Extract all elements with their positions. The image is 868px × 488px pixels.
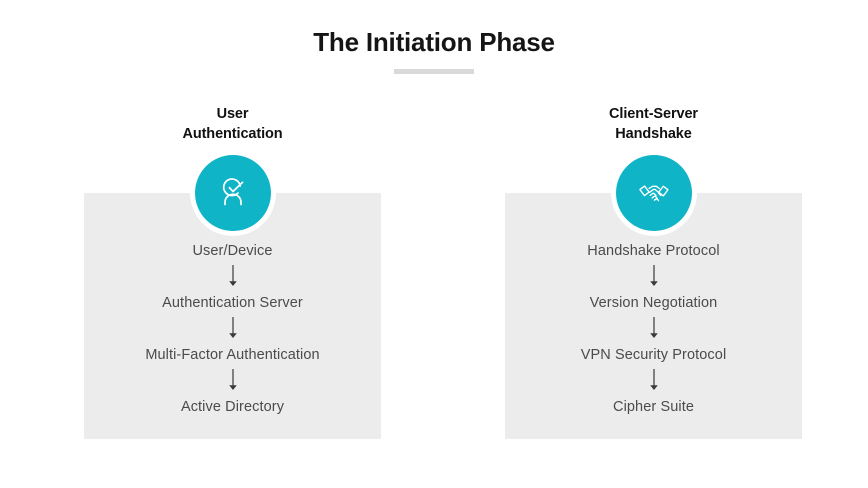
list-item: Multi-Factor Authentication [145,347,320,363]
list-item: VPN Security Protocol [580,347,727,363]
column-client-server-handshake: Client-Server Handshake Handshake Protoc… [505,105,802,439]
arrow-down-icon [647,365,661,397]
column-heading: User Authentication [182,106,283,142]
column-panel: Handshake Protocol Version Negotiation V… [505,155,802,439]
handshake-icon [615,155,692,231]
list-item: Active Directory [180,399,285,415]
title-block: The Initiation Phase [0,26,868,74]
column-user-authentication: User Authentication User/Device Authenti… [84,105,381,439]
step-list: Handshake Protocol Version Negotiation V… [505,241,802,417]
list-item: Authentication Server [162,295,303,311]
list-item: Version Negotiation [589,295,718,311]
list-item: Cipher Suite [613,399,694,415]
column-heading: Client-Server Handshake [609,106,698,142]
user-check-icon [194,155,271,231]
step-list: User/Device Authentication Server Multi-… [84,241,381,417]
arrow-down-icon [226,313,240,345]
column-panel: User/Device Authentication Server Multi-… [84,155,381,439]
arrow-down-icon [226,365,240,397]
arrow-down-icon [647,313,661,345]
title-underline-rule [394,69,474,74]
list-item: Handshake Protocol [587,243,720,259]
list-item: User/Device [192,243,273,259]
arrow-down-icon [647,261,661,293]
page-title: The Initiation Phase [313,27,555,57]
arrow-down-icon [226,261,240,293]
